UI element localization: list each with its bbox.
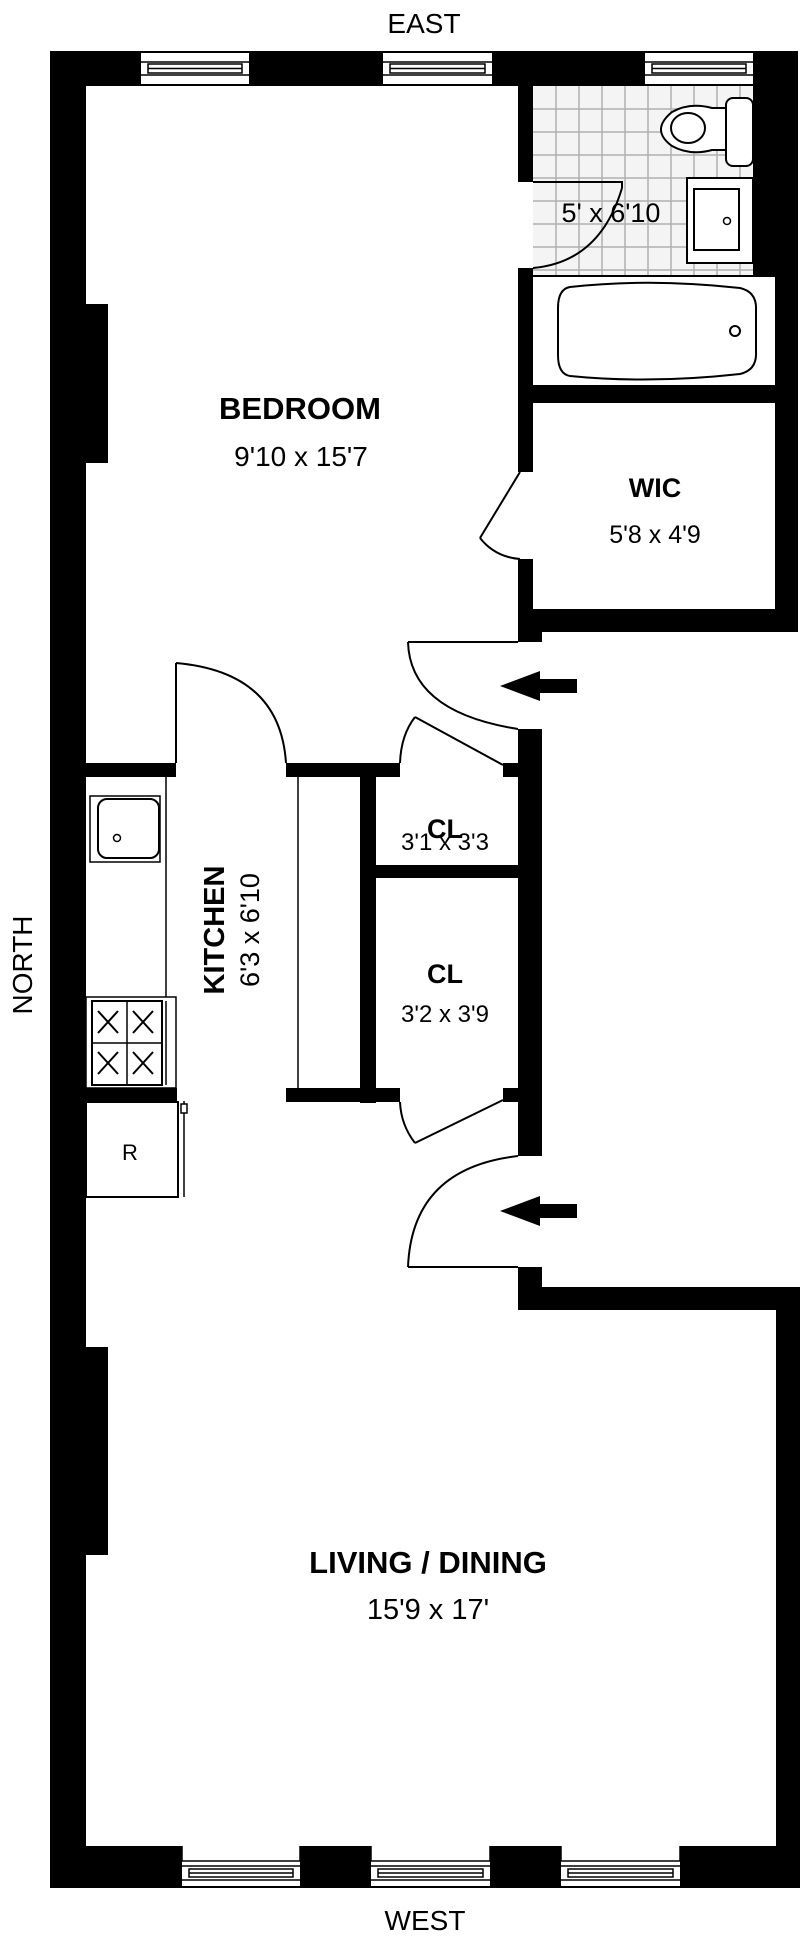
hall-walls [518,609,800,1310]
kitchen-name: KITCHEN [199,866,231,995]
refrigerator-label: R [122,1140,138,1165]
closets: CL 3'1 x 3'3 CL 3'2 x 3'9 [286,716,518,1144]
bathroom-wall [518,268,533,403]
closet-1-dimensions: 3'1 x 3'3 [401,829,489,856]
wic-wall [518,403,533,472]
wic-top-wall [518,385,798,403]
living-dining-dimensions: 15'9 x 17' [367,1594,489,1626]
kitchen-dimensions: 6'3 x 6'10 [235,873,265,987]
bathroom-wall [518,86,533,182]
kitchen-door[interactable] [175,662,287,764]
refrigerator-icon: R [85,1101,188,1198]
wic-dimensions: 5'8 x 4'9 [609,521,701,549]
toilet-icon [660,97,754,167]
kitchen-sink-icon [89,795,161,863]
kitchen: R KITCHEN 6'3 x 6'10 [85,662,376,1198]
entry-door-upper[interactable] [407,641,519,730]
entry-arrow-icon [500,1196,577,1226]
east-windows [141,53,753,84]
exterior-walls [50,51,800,1888]
living-top-wall [518,1287,800,1310]
sink-icon [686,177,754,264]
entry-door-lower[interactable] [407,1155,519,1268]
stove-icon [85,996,177,1089]
kitchen-bottom-wall [86,1088,177,1102]
bedroom-dimensions: 9'10 x 15'7 [234,441,368,472]
window [383,53,492,84]
closet-1-name: CL [427,814,463,844]
entry-arrow-icon [500,671,577,701]
wic-door[interactable] [479,471,521,560]
closet-door-lower[interactable] [399,1099,504,1144]
wic-bottom-wall [518,609,798,632]
living-chimney [86,1347,108,1555]
closet-2-dimensions: 3'2 x 3'9 [401,1001,489,1028]
closet-divider [360,865,518,878]
closet-wall [286,1088,400,1102]
west-windows [181,1846,681,1886]
walk-in-closet: WIC 5'8 x 4'9 [479,385,798,632]
entry-arrow-upper [500,671,577,701]
living-exterior-wall [776,1287,800,1887]
closet-door-upper[interactable] [399,716,504,766]
closet-wall [286,763,400,777]
living-dining-name: LIVING / DINING [309,1545,547,1580]
hall-wall [518,609,542,642]
bathroom: 5' x 6'10 [518,86,775,403]
closet-2-name: CL [427,959,463,989]
bedroom-chimney [86,304,108,463]
north-wall [50,51,86,1888]
wic-exterior-wall [775,276,798,632]
window [141,53,249,84]
kitchen-top-wall [86,763,176,777]
window [645,53,753,84]
compass-east: EAST [387,8,460,39]
compass-west: WEST [385,1905,466,1936]
bathtub-icon [533,277,775,385]
entry-arrow-lower [500,1196,577,1226]
closet-wall [503,763,518,777]
wic-name: WIC [629,473,681,503]
closet-wall [503,1088,518,1102]
compass-north: NORTH [7,915,38,1014]
bedroom-name: BEDROOM [219,391,381,426]
bath-exterior-wall [753,51,798,288]
hall-wall [518,729,542,1156]
bathroom-door[interactable] [532,181,623,269]
bathroom-dimensions: 5' x 6'10 [562,198,661,228]
